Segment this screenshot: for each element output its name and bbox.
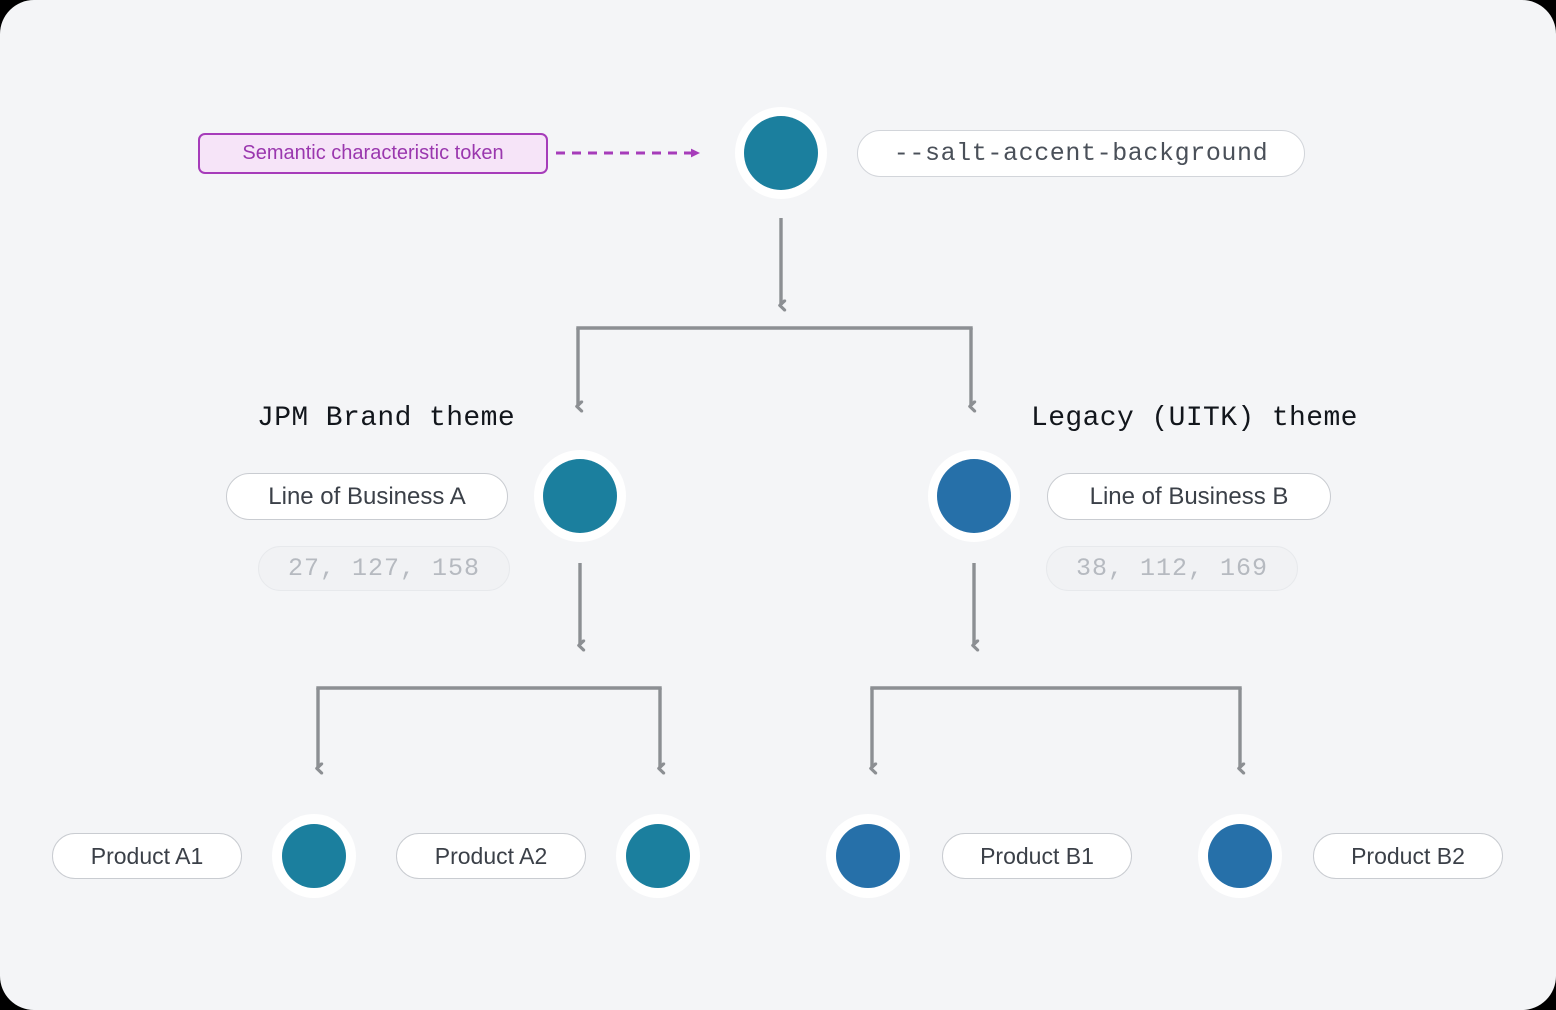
tree-connector-products-b (872, 686, 1240, 768)
product-swatch-ring-a2 (616, 814, 700, 898)
rgb-pill-b: 38, 112, 169 (1046, 546, 1298, 591)
lob-pill-a[interactable]: Line of Business A (226, 473, 508, 520)
lob-swatch-ring-a (534, 450, 626, 542)
lob-swatch-dot-b (937, 459, 1011, 533)
product-pill-a1[interactable]: Product A1 (52, 833, 242, 879)
product-swatch-dot-b2 (1208, 824, 1272, 888)
product-pill-b2[interactable]: Product B2 (1313, 833, 1503, 879)
product-swatch-ring-b2 (1198, 814, 1282, 898)
theme-label-legacy-uitk: Legacy (UITK) theme (1031, 403, 1358, 434)
tree-connector-products-a (318, 686, 660, 768)
root-swatch-dot (744, 116, 818, 190)
rgb-pill-a: 27, 127, 158 (258, 546, 510, 591)
theme-label-jpm-brand: JPM Brand theme (257, 403, 516, 434)
tree-connector-themes (578, 326, 971, 406)
product-pill-b1[interactable]: Product B1 (942, 833, 1132, 879)
product-swatch-dot-a1 (282, 824, 346, 888)
product-swatch-ring-a1 (272, 814, 356, 898)
root-token-pill[interactable]: --salt-accent-background (857, 130, 1305, 177)
product-swatch-dot-b1 (836, 824, 900, 888)
semantic-token-annotation: Semantic characteristic token (198, 133, 548, 174)
product-pill-a2[interactable]: Product A2 (396, 833, 586, 879)
lob-pill-b[interactable]: Line of Business B (1047, 473, 1331, 520)
product-swatch-ring-b1 (826, 814, 910, 898)
lob-swatch-ring-b (928, 450, 1020, 542)
product-swatch-dot-a2 (626, 824, 690, 888)
lob-swatch-dot-a (543, 459, 617, 533)
root-swatch-ring (735, 107, 827, 199)
